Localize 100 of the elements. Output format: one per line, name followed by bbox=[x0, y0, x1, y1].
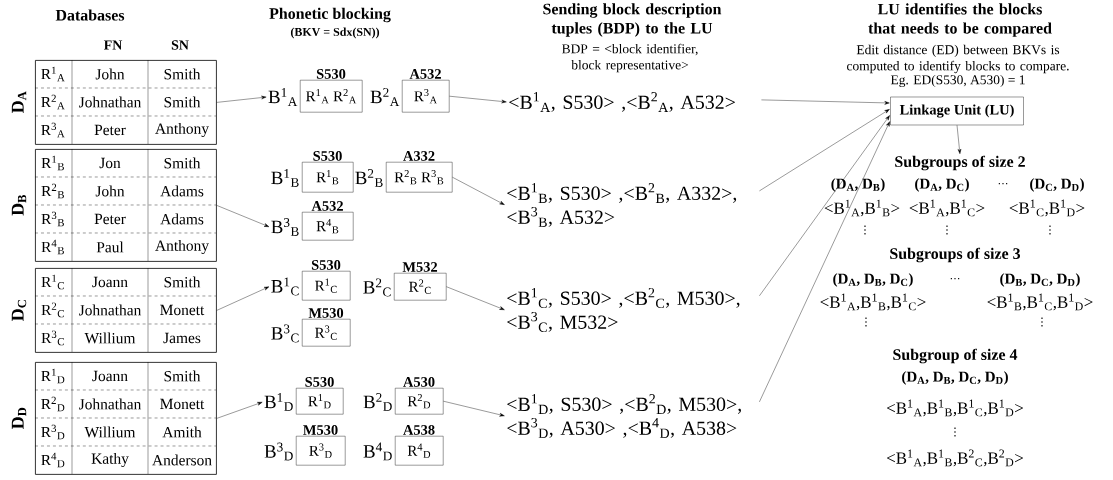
block-tuple: <B$^{1}$$_{A}$,B$^{1}$$_{B}$,B$^{1}$$_{C}$,B$^{1}$$_{D}$> bbox=[887, 399, 1023, 417]
first-name: Paul bbox=[96, 241, 124, 253]
block-box: R$^{3}$D bbox=[296, 436, 346, 466]
subgroup-heading: Subgroups of size 3 bbox=[890, 247, 1021, 263]
arrow bbox=[759, 115, 890, 297]
ellipsis: ⋮ bbox=[865, 317, 867, 327]
first-name: Joann bbox=[92, 370, 128, 382]
block-box: R$^{4}$B bbox=[302, 212, 354, 241]
block-label: B$^{1}$A bbox=[268, 88, 298, 106]
block-box: R$^{2}$$_{B}$ R$^{3}$B bbox=[386, 162, 453, 193]
block-key: S530 bbox=[316, 69, 346, 79]
ellipsis: ⋮ bbox=[946, 225, 948, 235]
block-tuple: <B$^{1}$$_{A}$,B$^{1}$$_{B}$> bbox=[824, 199, 900, 217]
block-tuple: <B$^{1}$$_{B}$,B$^{1}$$_{C}$,B$^{1}$$_{D}$> bbox=[987, 293, 1093, 311]
block-key: S530 bbox=[313, 151, 342, 161]
surname: Anderson bbox=[152, 454, 212, 466]
arrow bbox=[216, 402, 263, 419]
surname: James bbox=[163, 332, 201, 344]
record-id: R$^{3}$B bbox=[41, 211, 64, 227]
block-tuple: <B$^{1}$$_{A}$,B$^{1}$$_{B}$,B$^{1}$$_{C}$> bbox=[820, 293, 926, 311]
block-key: A332 bbox=[403, 151, 435, 161]
record-id: R$^{3}$A bbox=[41, 122, 65, 138]
subgroup-heading: Subgroups of size 2 bbox=[895, 155, 1025, 171]
block-tuple: <B$^{1}$$_{C}$,B$^{1}$$_{D}$> bbox=[1009, 199, 1085, 217]
database-label: D$_{A}$ bbox=[11, 91, 27, 113]
block-key: M532 bbox=[402, 262, 438, 272]
ellipsis: ⋯ bbox=[950, 277, 960, 280]
arrow bbox=[446, 286, 505, 310]
arrow bbox=[759, 121, 890, 403]
first-name: Jon bbox=[99, 157, 121, 169]
ellipsis: ⋮ bbox=[1041, 317, 1043, 327]
record-id: R$^{2}$D bbox=[41, 396, 65, 412]
record-id: R$^{1}$A bbox=[41, 66, 65, 82]
record-id: R$^{2}$A bbox=[41, 94, 65, 110]
subgroup-quad: (D$_{A}$, D$_{B}$, D$_{C}$, D$_{D}$) bbox=[902, 371, 1008, 385]
block-label: B$^{3}$B bbox=[271, 218, 299, 236]
column-header: SN bbox=[171, 40, 189, 50]
note-text: Edit distance (ED) between BKVs is computed to identify blocks to compare. bbox=[847, 44, 1069, 74]
arrow bbox=[761, 99, 890, 105]
arrow bbox=[216, 205, 270, 227]
surname: Anthony bbox=[155, 239, 209, 254]
record-id: R$^{3}$D bbox=[41, 424, 65, 440]
column-title: Phonetic blocking bbox=[269, 7, 391, 23]
surname: Smith bbox=[164, 96, 201, 108]
first-name: Johnathan bbox=[79, 304, 142, 316]
block-tuple: <B$^{1}$$_{A}$,B$^{1}$$_{C}$> bbox=[909, 199, 985, 217]
record-id: R$^{4}$B bbox=[41, 239, 64, 255]
column-subtitle: (BKV = Sdx(SN)) bbox=[290, 27, 380, 39]
block-key: S530 bbox=[305, 377, 334, 387]
surname: Smith bbox=[164, 370, 201, 382]
first-name: Joann bbox=[92, 276, 128, 288]
block-key: S530 bbox=[311, 260, 341, 270]
block-label: B$^{1}$B bbox=[271, 169, 299, 187]
surname: Smith bbox=[164, 276, 201, 288]
arrow bbox=[956, 125, 962, 154]
block-key: M530 bbox=[308, 308, 344, 318]
block-label: B$^{4}$D bbox=[363, 442, 392, 461]
surname: Anthony bbox=[155, 122, 209, 137]
block-box: R$^{1}$$_{A}$ R$^{2}$A bbox=[300, 80, 363, 113]
block-box: R$^{2}$D bbox=[395, 388, 444, 415]
record-id: R$^{3}$C bbox=[41, 330, 64, 346]
first-name: Peter bbox=[94, 213, 126, 225]
tuple-list: <B$^{1}$$_{A}$, S530> ,<B$^{2}$$_{A}$, A532> bbox=[509, 92, 735, 112]
block-label: B$^{2}$A bbox=[370, 88, 400, 106]
record-id: R$^{2}$B bbox=[41, 183, 64, 199]
block-box: R$^{3}$A bbox=[402, 80, 450, 113]
column-title: Sending block description tuples (BDP) to the LU bbox=[543, 3, 722, 37]
block-box: R$^{3}$C bbox=[302, 319, 351, 347]
arrow bbox=[759, 109, 890, 192]
record-id: R$^{1}$D bbox=[41, 368, 65, 384]
arrow bbox=[443, 401, 505, 417]
surname: Smith bbox=[164, 157, 201, 169]
surname: Monett bbox=[160, 304, 205, 316]
subgroup-triple: (D$_{B}$, D$_{C}$, D$_{D}$) bbox=[1000, 273, 1080, 287]
first-name: Johnathan bbox=[79, 96, 142, 108]
surname: Monett bbox=[160, 398, 205, 410]
column-title: LU identifies the blocks that needs to be compared bbox=[868, 3, 1052, 37]
block-key: A530 bbox=[403, 377, 435, 387]
block-key: A532 bbox=[311, 201, 343, 211]
first-name: Kathy bbox=[91, 452, 129, 467]
block-label: B$^{2}$B bbox=[355, 169, 383, 187]
block-box: R$^{1}$C bbox=[302, 271, 351, 301]
tuple-list: <B$^{1}$$_{B}$, S530> ,<B$^{2}$$_{B}$, A332>, <B$^{3}$$_{B}$, A532> bbox=[507, 183, 737, 227]
subgroup-triple: (D$_{A}$, D$_{B}$, D$_{C}$) bbox=[833, 273, 913, 287]
subgroup-pair: (D$_{A}$, D$_{B}$) bbox=[831, 178, 885, 192]
column-title: Databases bbox=[55, 9, 125, 21]
block-tuple: <B$^{1}$$_{A}$,B$^{1}$$_{B}$,B$^{2}$$_{C}$,B$^{2}$$_{D}$> bbox=[887, 449, 1023, 467]
block-label: B$^{2}$D bbox=[363, 393, 392, 411]
surname: Amith bbox=[162, 426, 202, 438]
record-id: R$^{1}$C bbox=[41, 274, 64, 290]
surname: Adams bbox=[160, 185, 204, 197]
arrow bbox=[449, 96, 507, 104]
first-name: Peter bbox=[94, 124, 126, 136]
ellipsis: ⋮ bbox=[864, 225, 866, 235]
block-key: A538 bbox=[403, 425, 435, 435]
block-label: B$^{2}$C bbox=[363, 278, 391, 297]
database-label: D$_{B}$ bbox=[11, 194, 27, 216]
block-box: R$^{2}$C bbox=[394, 273, 447, 301]
first-name: John bbox=[95, 68, 125, 80]
tuple-list: <B$^{1}$$_{C}$, S530> ,<B$^{2}$$_{C}$, M530>, <B$^{3}$$_{C}$, M532> bbox=[507, 288, 740, 332]
